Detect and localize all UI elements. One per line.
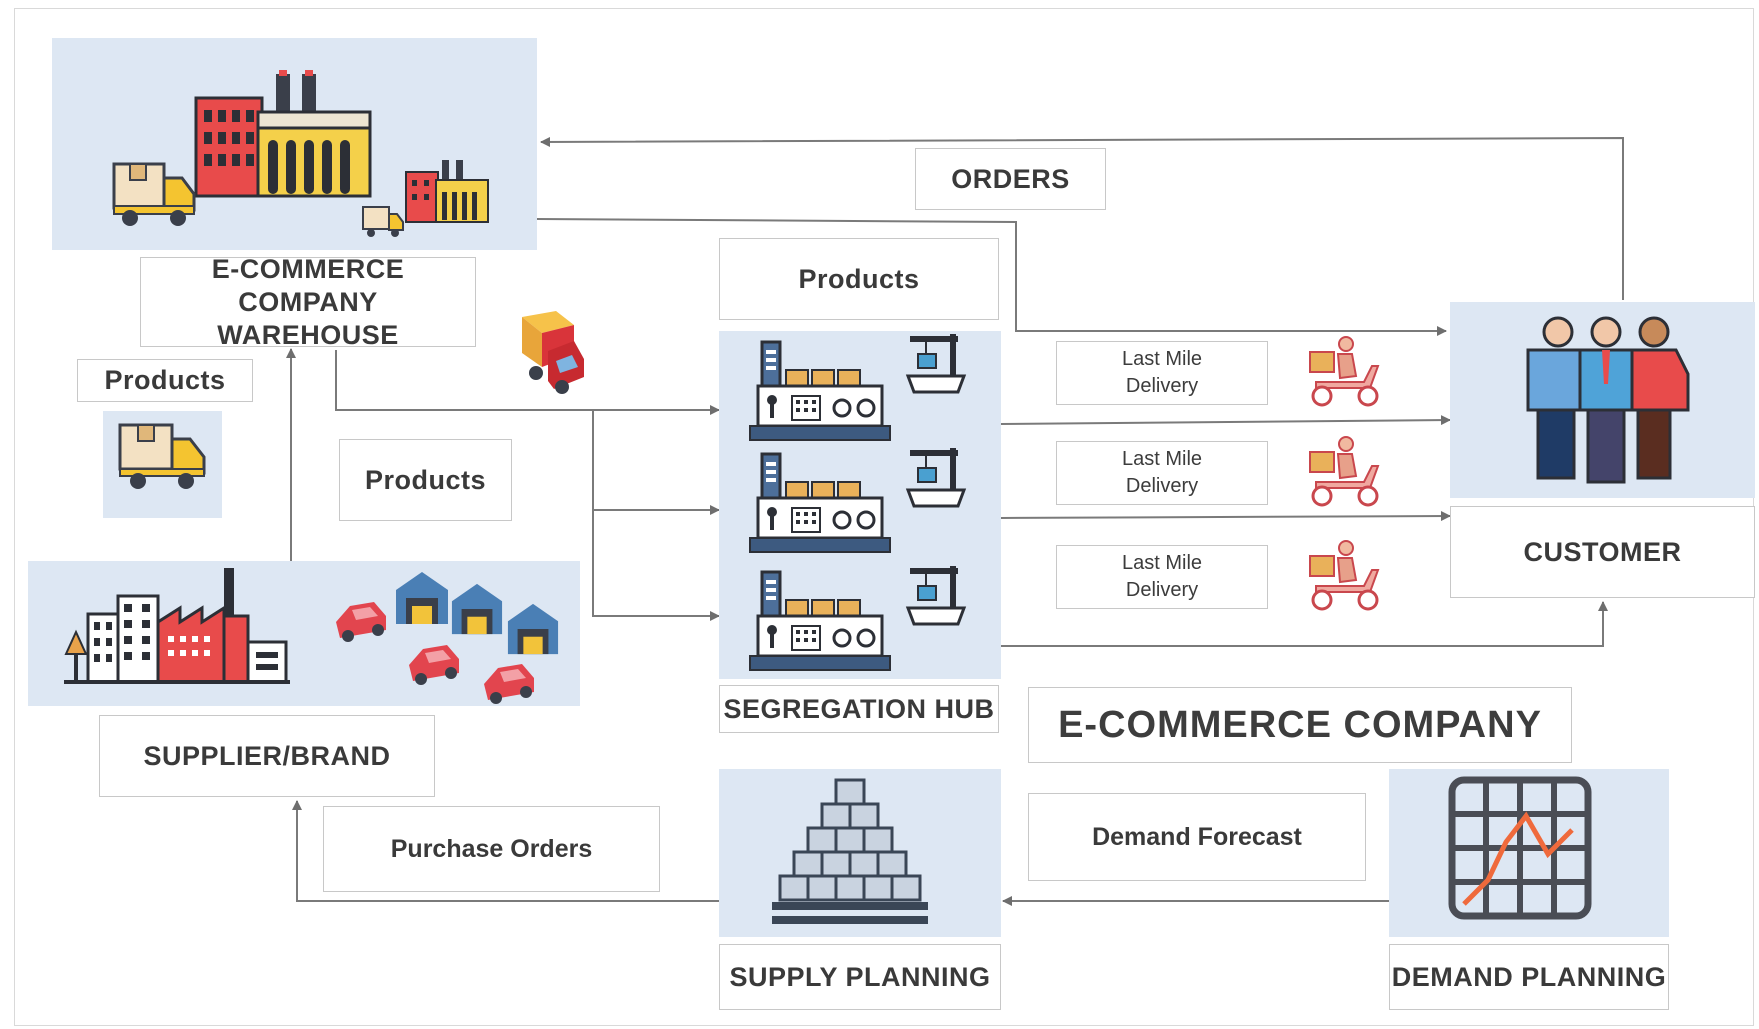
- crane-icon: [905, 448, 967, 508]
- products-middle-label: Products: [339, 439, 512, 521]
- scooter-courier-icon: [1309, 540, 1380, 611]
- customer-label: CUSTOMER: [1450, 506, 1755, 598]
- demand-forecast-label: Demand Forecast: [1028, 793, 1366, 881]
- hub-to-customer-3-arrow: [1001, 601, 1608, 647]
- last-mile-1-label: Last Mile Delivery: [1056, 341, 1268, 405]
- orders-label: ORDERS: [915, 148, 1106, 210]
- hub-branch-2-arrow: [592, 410, 720, 515]
- supply-planning-label: SUPPLY PLANNING: [719, 944, 1001, 1010]
- scooter-courier-icon: [1309, 436, 1380, 507]
- small-factory-icon: [405, 160, 489, 223]
- warehouse-icon: [451, 583, 503, 635]
- hub-branch-3-arrow: [592, 510, 720, 621]
- warehouse-to-customer-arrow: [536, 218, 1447, 336]
- mini-truck-icon: [362, 206, 404, 237]
- hub-to-customer-2-arrow: [1000, 511, 1451, 522]
- crane-icon: [905, 566, 967, 626]
- products-top-label: Products: [719, 238, 999, 320]
- factory-icon: [194, 70, 372, 198]
- red-car-icon: [409, 645, 459, 685]
- warehouse-label: E-COMMERCE COMPANY WAREHOUSE: [140, 254, 476, 350]
- last-mile-3-label: Last Mile Delivery: [1056, 545, 1268, 609]
- scooter-courier-icon: [1309, 336, 1380, 407]
- delivery-truck-icon: [112, 162, 196, 226]
- supplier-label: SUPPLIER/BRAND: [99, 715, 435, 797]
- customers-icon: [1526, 316, 1690, 484]
- red-car-icon: [484, 664, 534, 704]
- supply-to-supplier-arrow: [292, 800, 719, 902]
- hub-facility-icon: [749, 570, 891, 671]
- city-factory-icon: [64, 568, 290, 684]
- last-mile-2-label: Last Mile Delivery: [1056, 441, 1268, 505]
- segregation-hub-label: SEGREGATION HUB: [719, 685, 999, 733]
- products-left-label: Products: [77, 359, 253, 402]
- company-label: E-COMMERCE COMPANY: [1028, 687, 1572, 763]
- hub-to-customer-1-arrow: [1000, 415, 1451, 426]
- warehouse-icon: [396, 572, 448, 624]
- hub-facility-icon: [749, 452, 891, 553]
- warehouse-icon: [507, 603, 559, 655]
- warehouse-to-hub-arrow: [335, 350, 720, 415]
- demand-planning-panel: [1389, 769, 1669, 937]
- box-truck-icon: [118, 423, 206, 489]
- box-pyramid-icon: [772, 778, 928, 924]
- hub-facility-icon: [749, 340, 891, 441]
- orders-arrow: [540, 136, 1624, 300]
- purchase-orders-label: Purchase Orders: [323, 806, 660, 892]
- crane-icon: [905, 334, 967, 394]
- red-truck-icon: [522, 311, 584, 394]
- demand-planning-label: DEMAND PLANNING: [1389, 944, 1669, 1010]
- red-car-icon: [336, 602, 386, 642]
- grid-chart-icon: [1448, 776, 1592, 920]
